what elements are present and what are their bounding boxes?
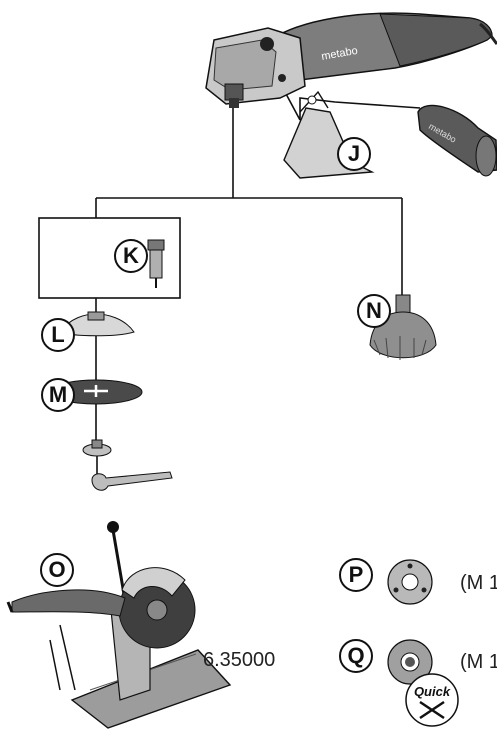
callout-n: N	[357, 294, 391, 328]
callout-p: P	[339, 558, 373, 592]
quick-nut-thread: (M 1	[460, 651, 497, 673]
quick-logo-text: Quick	[414, 684, 451, 699]
side-handle: metabo	[417, 104, 497, 177]
cut-off-stand	[6, 521, 232, 729]
flange-nut-small	[82, 439, 112, 457]
clamping-nut	[387, 559, 433, 605]
callout-m: M	[41, 378, 75, 412]
cut-off-stand-order-number: 6.35000	[203, 649, 276, 671]
angle-grinder: metabo	[205, 12, 497, 108]
connector-lines	[38, 91, 421, 476]
pin-wrench	[91, 471, 173, 491]
quick-logo: Quick	[405, 673, 459, 727]
quick-nut	[387, 639, 433, 685]
clamping-nut-thread: (M 1	[460, 572, 497, 594]
callout-q: Q	[339, 639, 373, 673]
callout-j: J	[337, 137, 371, 171]
backing-pad	[59, 311, 135, 337]
callout-l: L	[41, 318, 75, 352]
callout-o: O	[40, 553, 74, 587]
spindle-adapter	[147, 239, 165, 288]
callout-k: K	[114, 239, 148, 273]
